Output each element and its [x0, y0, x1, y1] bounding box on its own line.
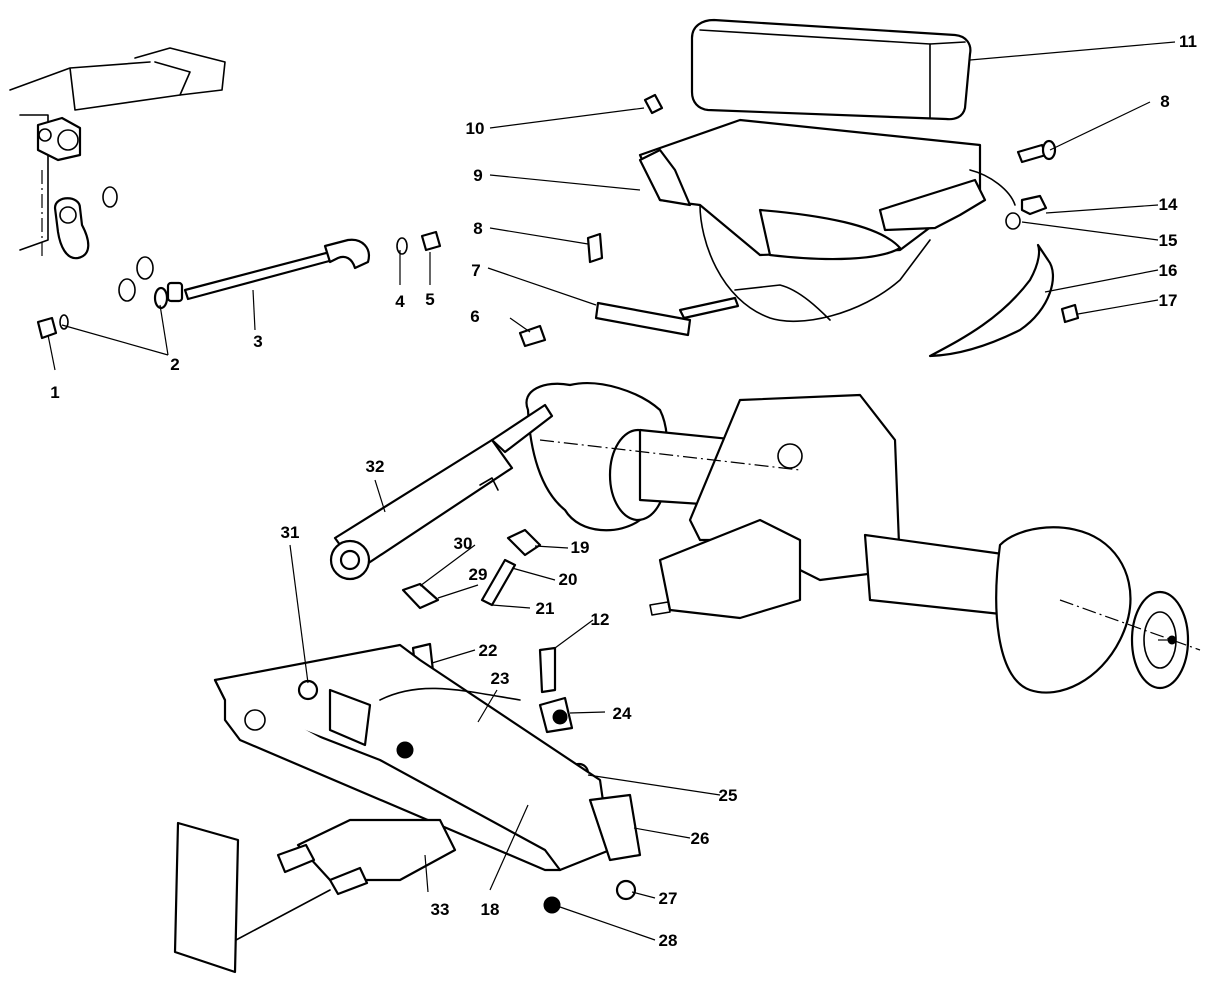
callout-26: 26 — [691, 829, 710, 848]
part-33-hose — [173, 818, 457, 974]
callout-6: 6 — [470, 307, 479, 326]
seat-pan — [594, 93, 1016, 337]
part-32-cylinder — [329, 403, 554, 581]
callout-21: 21 — [536, 599, 555, 618]
callout-labels: 1 2 3 4 5 6 7 8 8 9 10 11 12 14 15 16 17… — [50, 32, 1197, 950]
callout-17: 17 — [1159, 291, 1178, 310]
callout-1: 1 — [50, 383, 59, 402]
right-hardware — [518, 139, 1080, 358]
axle-assembly — [525, 382, 1201, 694]
part-11-cushion — [690, 18, 972, 121]
part-3-rod — [36, 230, 442, 340]
callout-31: 31 — [281, 523, 300, 542]
callout-27: 27 — [659, 889, 678, 908]
callout-11: 11 — [1179, 32, 1197, 51]
callout-15: 15 — [1159, 231, 1178, 250]
callout-22: 22 — [479, 641, 498, 660]
callout-10: 10 — [466, 119, 485, 138]
callout-30: 30 — [454, 534, 473, 553]
callout-leaders — [47, 41, 1176, 941]
callout-18: 18 — [481, 900, 500, 919]
callout-20: 20 — [559, 570, 578, 589]
callout-7: 7 — [471, 261, 480, 280]
callout-14: 14 — [1159, 195, 1178, 214]
callout-12: 12 — [591, 610, 610, 629]
callout-33: 33 — [431, 900, 450, 919]
callout-4: 4 — [395, 292, 405, 311]
callout-28: 28 — [659, 931, 678, 950]
callout-8-right: 8 — [1160, 92, 1169, 111]
callout-8-left: 8 — [473, 219, 482, 238]
callout-3: 3 — [253, 332, 262, 351]
callout-23: 23 — [491, 669, 510, 688]
callout-16: 16 — [1159, 261, 1178, 280]
callout-2: 2 — [170, 355, 179, 374]
callout-19: 19 — [571, 538, 590, 557]
callout-29: 29 — [469, 565, 488, 584]
callout-5: 5 — [425, 290, 434, 309]
callout-24: 24 — [613, 704, 632, 723]
frame-corner — [9, 47, 226, 302]
callout-25: 25 — [719, 786, 738, 805]
mount-frame — [213, 643, 642, 872]
callout-32: 32 — [366, 457, 385, 476]
callout-9: 9 — [473, 166, 482, 185]
